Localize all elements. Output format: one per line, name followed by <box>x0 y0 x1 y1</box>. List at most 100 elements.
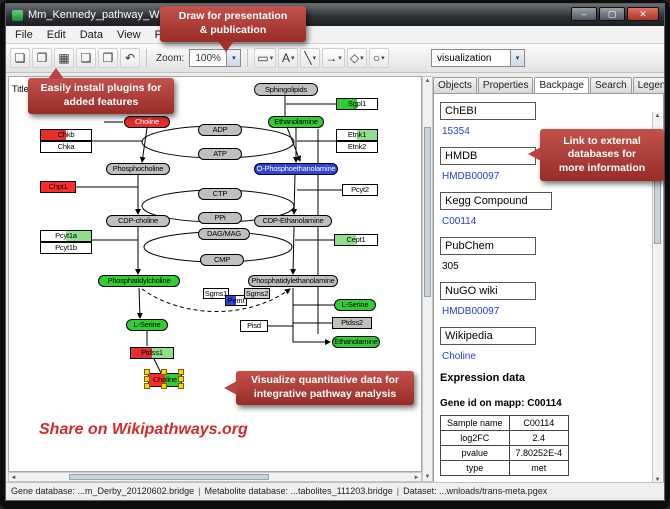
tab-properties[interactable]: Properties <box>477 77 534 93</box>
selection-handle[interactable] <box>161 369 167 375</box>
node-sgms2[interactable]: Sgms2 <box>244 288 270 299</box>
chevron-down-icon[interactable]: ▾ <box>226 50 241 66</box>
node-chkb[interactable]: Chkb <box>40 129 92 141</box>
panel-tabs: ObjectsPropertiesBackpageSearchLegend <box>433 76 664 93</box>
node-phosphocholine[interactable]: Phosphocholine <box>106 163 170 175</box>
selection-handle[interactable] <box>161 383 167 389</box>
tab-objects[interactable]: Objects <box>433 77 477 93</box>
chevron-down-icon: ▾ <box>338 55 342 62</box>
node-sgms1[interactable]: Sgms1 <box>203 288 229 299</box>
scrollbar-thumb[interactable] <box>424 127 431 297</box>
node-chka[interactable]: Chka <box>40 141 92 153</box>
node-l-serine-left[interactable]: L-Serine <box>126 319 168 331</box>
node-cept1[interactable]: Cept1 <box>334 234 378 246</box>
scroll-left-icon[interactable]: ◄ <box>10 475 17 481</box>
node-ppi[interactable]: PPi <box>198 212 242 224</box>
scroll-up-icon[interactable]: ▲ <box>654 113 661 119</box>
status-segment: Gene database: ...m_Derby_20120602.bridg… <box>11 485 195 496</box>
tab-backpage[interactable]: Backpage <box>534 77 589 93</box>
node-pcyt2[interactable]: Pcyt2 <box>342 184 378 196</box>
node-choline-top[interactable]: Choline <box>124 116 170 128</box>
section-value-wikipedia[interactable]: Choline <box>442 351 476 362</box>
chevron-down-icon[interactable]: ▾ <box>510 50 524 66</box>
node-phosphatidylcholine[interactable]: Phosphatidylcholine <box>98 275 180 287</box>
zoom-combobox[interactable]: 100% ▾ <box>189 49 242 67</box>
node-ctp[interactable]: CTP <box>198 188 242 200</box>
node-ethanolamine-top[interactable]: Ethanolamine <box>268 116 324 128</box>
menu-edit[interactable]: Edit <box>46 28 66 41</box>
scroll-down-icon[interactable]: ▼ <box>654 477 661 483</box>
table-cell: pvalue <box>440 445 510 461</box>
minimize-button[interactable]: – <box>571 7 597 21</box>
new-file-button[interactable]: ❏ <box>10 48 30 68</box>
callout-line: integrative pathway analysis <box>253 388 397 400</box>
selection-handle[interactable] <box>178 376 184 382</box>
selection-handle[interactable] <box>144 376 150 382</box>
selection-handle[interactable] <box>144 383 150 389</box>
node-ptdss2[interactable]: Ptdss2 <box>332 317 372 329</box>
scroll-up-icon[interactable]: ▲ <box>424 78 431 84</box>
node-cdp-choline[interactable]: CDP-choline <box>106 215 170 227</box>
node-pcyt1a[interactable]: Pcyt1a <box>40 230 92 242</box>
chevron-down-icon: ▾ <box>312 55 317 62</box>
selection-handle[interactable] <box>178 369 184 375</box>
tab-legend[interactable]: Legend <box>632 77 664 93</box>
canvas-vertical-scrollbar[interactable]: ▲ ▼ <box>422 76 433 482</box>
datanode-tool-button[interactable]: ▭▾ <box>254 48 277 68</box>
pathway-canvas[interactable]: Title: Share on Wikipathways.org Sphingo… <box>8 76 422 472</box>
undo-button[interactable]: ↶ <box>120 48 140 68</box>
title-bar[interactable]: Mm_Kennedy_pathway_WP1771_45176.gpml – ▢… <box>6 4 664 26</box>
section-value-chebi[interactable]: 15354 <box>442 126 470 137</box>
node-o-phosphoethanolamine[interactable]: O-Phosphoethanolamine <box>254 163 338 175</box>
section-value-hmdb[interactable]: HMDB00097 <box>442 171 500 182</box>
node-cdp-ethanolamine[interactable]: CDP-Ethanolamine <box>254 215 332 227</box>
canvas-horizontal-scrollbar[interactable]: ◄ ► <box>8 472 422 482</box>
node-sgpl1[interactable]: Sgpl1 <box>336 98 378 110</box>
ellipse-tool-button[interactable]: ○▾ <box>368 48 389 68</box>
node-dag-mag[interactable]: DAG/MAG <box>198 228 250 240</box>
arrow-tool-button[interactable]: →▾ <box>322 48 345 68</box>
section-value-kegg-compound[interactable]: C00114 <box>442 216 477 227</box>
node-pemt[interactable]: Pemt <box>225 295 247 306</box>
line-tool-button[interactable]: ╲▾ <box>300 48 321 68</box>
selection-handle[interactable] <box>178 383 184 389</box>
node-cmp[interactable]: CMP <box>200 254 244 266</box>
node-ptdss1[interactable]: Ptdss1 <box>130 347 174 359</box>
node-etnk1[interactable]: Etnk1 <box>336 129 378 141</box>
node-pisd[interactable]: Pisd <box>240 320 268 332</box>
menu-file[interactable]: File <box>15 28 33 41</box>
visualization-combobox[interactable]: visualization ▾ <box>431 49 525 67</box>
menu-data[interactable]: Data <box>79 28 103 41</box>
node-sphingolipids[interactable]: Sphingolipids <box>254 83 318 96</box>
callout-line: added features <box>63 96 139 108</box>
tab-search[interactable]: Search <box>589 77 632 93</box>
node-ethanolamine-bottom[interactable]: Ethanolamine <box>332 336 380 348</box>
node-phosphatidylethanolamine[interactable]: Phosphatidylethanolamine <box>248 275 338 287</box>
node-etnk2[interactable]: Etnk2 <box>336 141 378 153</box>
node-chpt1[interactable]: Chpt1 <box>40 181 76 193</box>
label-tool-button[interactable]: A▾ <box>278 48 299 68</box>
node-pcyt1b[interactable]: Pcyt1b <box>40 242 92 254</box>
close-button[interactable]: ✕ <box>627 7 659 21</box>
scroll-right-icon[interactable]: ► <box>413 475 420 481</box>
chevron-down-icon: ▾ <box>360 55 364 62</box>
shape-tool-button[interactable]: ◇▾ <box>346 48 367 68</box>
selection-handle[interactable] <box>144 369 150 375</box>
scroll-down-icon[interactable]: ▼ <box>424 474 431 480</box>
scrollbar-thumb[interactable] <box>69 474 269 480</box>
menu-view[interactable]: View <box>116 28 141 41</box>
copy-button[interactable]: ❑ <box>76 48 96 68</box>
section-value-nugo-wiki[interactable]: HMDB00097 <box>442 306 500 317</box>
maximize-button[interactable]: ▢ <box>599 7 625 21</box>
save-file-button[interactable]: ▦ <box>54 48 74 68</box>
paste-button[interactable]: ❒ <box>98 48 118 68</box>
node-adp[interactable]: ADP <box>198 124 242 136</box>
node-l-serine-right[interactable]: L-Serine <box>334 299 376 311</box>
open-file-button[interactable]: ❐ <box>32 48 52 68</box>
node-atp[interactable]: ATP <box>198 148 242 160</box>
section-header-kegg-compound: Kegg Compound <box>440 192 552 210</box>
